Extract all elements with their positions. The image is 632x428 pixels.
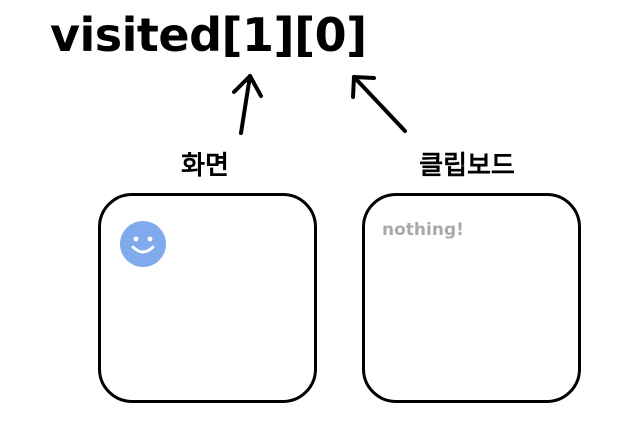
diagram-title: visited[1][0] — [50, 8, 367, 62]
arrow-clipboard-to-index-0 — [351, 75, 407, 133]
clipboard-empty-text: nothing! — [382, 220, 464, 240]
smiley-face-icon — [120, 221, 166, 267]
screen-label: 화면 — [181, 151, 229, 181]
clipboard-label: 클립보드 — [419, 151, 515, 181]
arrow-screen-to-index-1 — [232, 74, 263, 135]
screen-box — [98, 193, 317, 403]
clipboard-box: nothing! — [362, 193, 581, 403]
